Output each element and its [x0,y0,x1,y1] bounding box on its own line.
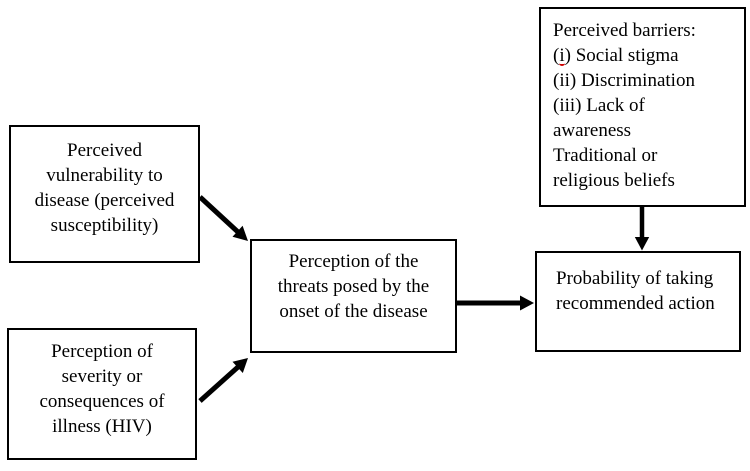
barriers-item-social-stigma-text: Social stigma [575,45,679,66]
threat-line: onset of the disease [279,301,428,322]
severity-line: consequences of [39,391,165,412]
barriers-item-lack-of: (iii) Lack of [553,95,645,116]
probability-line: Probability of taking [556,268,714,289]
arrow-barriers-to-probability [634,207,650,251]
arrow-severity-to-threat [198,358,248,403]
vulnerability-line: Perceived [67,140,142,161]
barriers-heading: Perceived barriers: [553,20,696,41]
vulnerability-line: disease (perceived [34,190,175,211]
barriers-item-discrimination: (ii) Discrimination [553,70,695,91]
severity-line: illness (HIV) [52,416,152,437]
perceived-barriers-box: Perceived barriers: (i) Social stigma (i… [539,7,746,207]
arrow-threat-to-probability [457,295,534,311]
severity-line: severity or [61,366,143,387]
perceived-vulnerability-box: Perceived vulnerability to disease (perc… [9,125,200,263]
arrow-vulnerability-to-threat [198,195,248,241]
threat-line: Perception of the [288,251,419,272]
vulnerability-line: vulnerability to [46,165,163,186]
threat-perception-box: Perception of the threats posed by the o… [250,239,457,353]
threat-line: threats posed by the [277,276,430,297]
barriers-item-traditional-or: Traditional or [553,145,658,166]
probability-line: recommended action [556,293,715,314]
perceived-severity-box: Perception of severity or consequences o… [7,328,197,460]
list-marker-i: (i) [553,45,571,66]
barriers-item-social-stigma: (i) Social stigma [553,43,740,68]
severity-line: Perception of [51,341,153,362]
vulnerability-line: susceptibility) [50,215,159,236]
barriers-item-awareness: awareness [553,120,632,141]
probability-action-box: Probability of taking recommended action [535,251,741,352]
barriers-item-religious-beliefs: religious beliefs [553,170,675,191]
